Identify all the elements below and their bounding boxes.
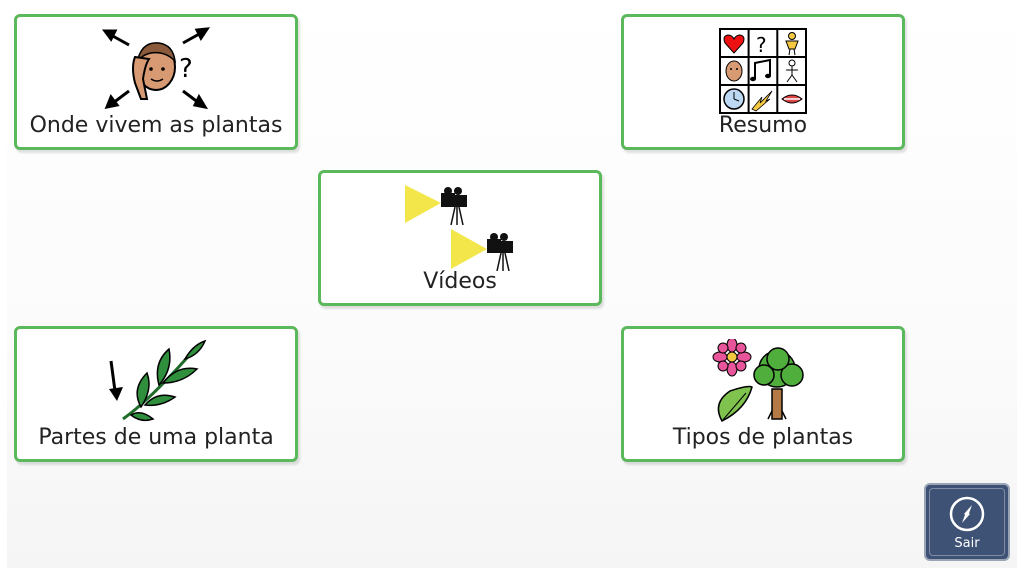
exit-button[interactable]: Sair: [924, 483, 1010, 561]
plants-icon: [712, 339, 804, 422]
thinking-person-icon: ?: [102, 27, 211, 110]
exit-button-frame: [929, 488, 1005, 556]
grid-board: ? Onde vivem as plantas ?: [7, 0, 1017, 568]
tile-onde-vivem-as-plantas[interactable]: ? Onde vivem as plantas: [14, 14, 298, 150]
leaf-branch-icon: [109, 339, 207, 422]
tile-label: Resumo: [718, 113, 808, 138]
tile-videos[interactable]: Vídeos: [318, 170, 602, 306]
exit-label: Sair: [954, 536, 980, 551]
svg-text:?: ?: [756, 33, 767, 57]
tile-partes-de-uma-planta[interactable]: Partes de uma planta: [14, 326, 298, 462]
tile-label: Vídeos: [423, 269, 497, 294]
svg-text:?: ?: [179, 54, 193, 84]
tile-tipos-de-plantas[interactable]: Tipos de plantas: [621, 326, 905, 462]
tile-label: Partes de uma planta: [38, 425, 274, 450]
compass-icon: [949, 496, 985, 532]
tile-resumo[interactable]: ?: [621, 14, 905, 150]
tile-label: Tipos de plantas: [672, 425, 854, 450]
video-camera-icon: [405, 185, 513, 271]
tile-label: Onde vivem as plantas: [29, 113, 283, 138]
symbol-grid-icon: ?: [719, 28, 807, 114]
